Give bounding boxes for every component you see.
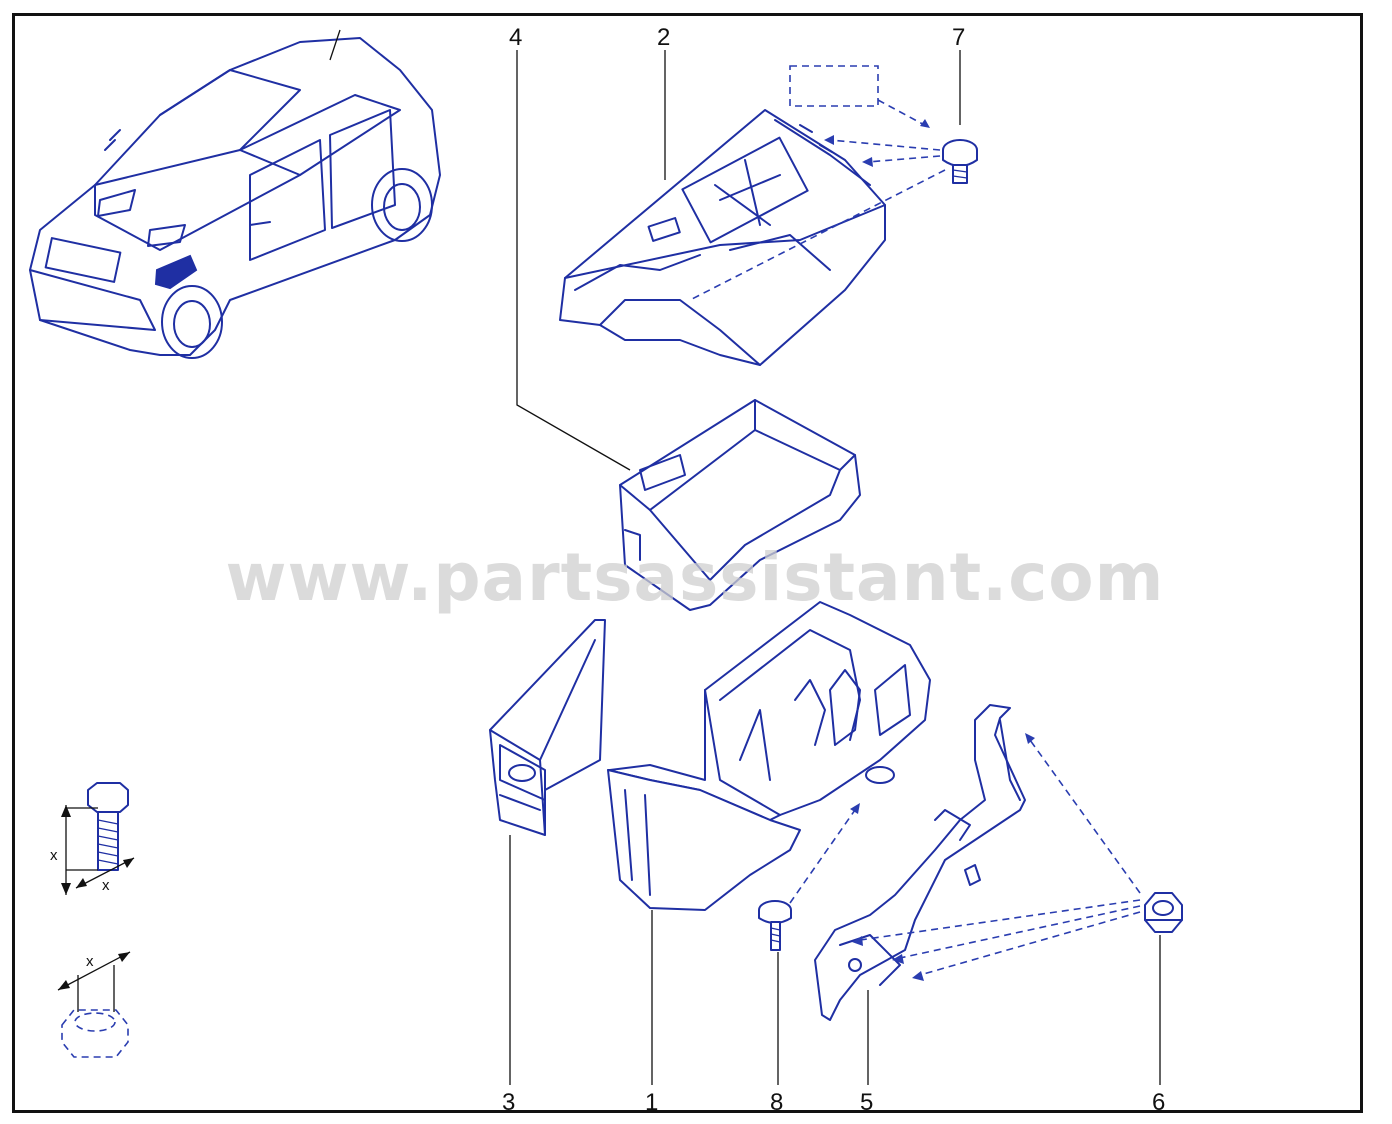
dimension-x-vertical: x (50, 847, 58, 864)
callout-2: 2 (657, 24, 670, 51)
label-placeholder (789, 65, 879, 107)
diagram-frame (12, 13, 1363, 1113)
torque-symbol-nut: x (57, 951, 131, 1058)
vehicle-location-view (29, 29, 441, 359)
callout-3: 3 (502, 1089, 515, 1116)
callout-1: 1 (645, 1089, 658, 1116)
callout-4: 4 (509, 24, 522, 51)
callout-7: 7 (952, 24, 965, 51)
dimension-x-diagonal: x (102, 877, 110, 894)
part-3-side-panel (489, 619, 606, 836)
part-5-bracket (814, 704, 1026, 1021)
callout-6: 6 (1152, 1089, 1165, 1116)
part-8-bolt (758, 900, 792, 951)
dimension-x-nut: x (86, 953, 94, 970)
part-7-screw (942, 139, 978, 184)
part-1-battery-tray (607, 601, 931, 911)
callout-5: 5 (860, 1089, 873, 1116)
watermark: www.partsassistant.com (226, 539, 1165, 616)
torque-symbol-bolt: x x (50, 782, 135, 895)
part-4-frame (619, 399, 861, 611)
part-2-cover (559, 109, 886, 366)
callout-8: 8 (770, 1089, 783, 1116)
part-6-nut (1144, 892, 1183, 933)
leader-lines (509, 50, 1161, 1085)
